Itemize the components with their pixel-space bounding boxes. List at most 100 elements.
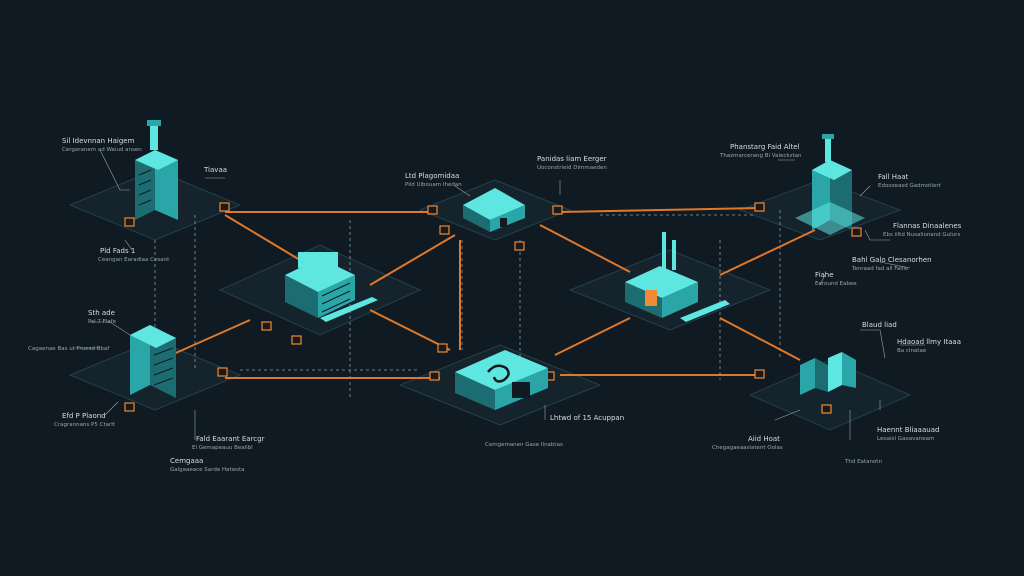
connector <box>369 309 451 351</box>
leader-line <box>819 274 826 286</box>
label-sub: Edoozeasd Gadmotlert <box>878 183 942 189</box>
label-leaders <box>75 149 925 440</box>
tower-roof <box>812 160 852 180</box>
label-sub: Pild Ulbouam Ihedan <box>405 182 462 188</box>
label-sub: Uoconstrieid Dimmaeden <box>537 165 607 171</box>
connector <box>539 224 631 273</box>
junction-nodes <box>124 202 862 414</box>
label-title: Fald Eaarant Earcgr <box>196 435 265 443</box>
label-title: Ltd Plagomidaa <box>405 172 459 180</box>
factory-ramp <box>680 300 730 322</box>
factory-orange-panel <box>645 290 657 306</box>
label-title: Efd P Plaond <box>62 412 106 420</box>
server-block-center-left <box>285 252 378 322</box>
window-line <box>138 199 152 206</box>
warehouse-face-right <box>490 205 525 232</box>
leader-line <box>859 185 871 197</box>
leader-line <box>774 409 801 421</box>
label-title: Panidas liam Eerger <box>537 155 607 163</box>
hub-face-left <box>455 372 495 410</box>
label-title: Aiid Hoat <box>748 435 780 443</box>
labels: Sil Idevnnan Haigem Cergaranem ad Waiud … <box>28 137 962 473</box>
rack-face <box>828 352 842 392</box>
label-sub: Ceangan Earadiaa Cesant <box>98 257 170 263</box>
hub-center <box>455 350 548 410</box>
junction-node <box>217 367 228 377</box>
hub-panel <box>512 382 530 398</box>
warehouse-roof <box>463 188 525 220</box>
connector <box>719 229 816 276</box>
connectors <box>159 207 816 379</box>
window-line <box>153 357 174 366</box>
tower-antenna <box>825 138 831 162</box>
label-title: Bahl Galo Clesanorhen <box>852 256 932 264</box>
label-sub: Galgaaeace Sarde Hatwsta <box>170 467 245 473</box>
tower-base-ramp <box>795 202 865 235</box>
leader-line <box>104 401 119 416</box>
junction-node <box>851 227 862 237</box>
tower-mast-top <box>822 134 834 139</box>
junction-node <box>429 371 440 381</box>
label-title: Sil Idevnnan Haigem <box>62 137 135 145</box>
connector <box>554 317 631 356</box>
label-title: Sth ade <box>88 309 115 317</box>
server-slot <box>321 290 351 305</box>
server-slots <box>321 282 351 313</box>
label-title: Cemgaaa <box>170 457 203 465</box>
label-sub: Psl 7 Flafe <box>88 319 117 325</box>
leader-line <box>99 149 130 191</box>
server-slot <box>321 298 351 313</box>
tower-face-left <box>135 150 155 220</box>
label-title: Blaud liad <box>862 321 897 329</box>
server-slot <box>321 282 351 297</box>
factory-chimney <box>662 232 666 270</box>
hub-top <box>455 350 548 390</box>
tower-top-left <box>135 120 178 220</box>
warehouse-face-left <box>463 205 490 232</box>
server-face-right <box>318 275 355 318</box>
server-racks-bottom-right <box>800 352 856 395</box>
window-line <box>153 347 174 356</box>
window-line <box>138 179 152 186</box>
label-sub: Leoaisl Gaoavaneam <box>877 436 934 442</box>
label-sub: Tenraad fad all Faliie <box>851 266 909 272</box>
server-box-top <box>298 252 338 268</box>
label-title: Flannas Dinaalenes <box>893 222 962 230</box>
label-title: Pld Fads 1 <box>100 247 135 255</box>
factory-face-left <box>625 282 662 318</box>
tower-antenna <box>150 125 158 150</box>
factory-face-right <box>662 282 698 318</box>
leader-line <box>879 261 911 269</box>
label-sub: Thd Eatanotn <box>844 459 882 465</box>
leader-line <box>864 229 890 241</box>
label-sub: Thazmarcerang Bi Valeckstan <box>719 153 802 159</box>
leader-line <box>90 321 131 336</box>
junction-node <box>439 225 450 235</box>
junction-node <box>124 402 135 412</box>
factory-roof <box>625 266 698 298</box>
window-line <box>138 189 152 196</box>
label-title: Lhtwd of 15 Acuppan <box>550 414 624 422</box>
tower-windows <box>153 347 174 386</box>
label-title: Fiahe <box>815 271 834 279</box>
leader-line <box>124 239 133 251</box>
junction-node <box>437 343 448 353</box>
label-sub: Cragrannans P5 Ctarlt <box>54 422 116 428</box>
junction-node <box>219 202 230 212</box>
connector <box>224 214 301 261</box>
warehouse-door <box>500 218 507 227</box>
factory-chimney <box>672 240 676 270</box>
label-sub: El Gemapeauu Bealibl <box>192 445 253 451</box>
label-sub: Cagaenae Bas ut Fruesd Bbaf <box>28 346 110 352</box>
rack-face <box>815 358 828 392</box>
dashed-guides <box>154 210 781 400</box>
label-sub: Cemgemanen Gase Ilnabtas <box>485 442 563 448</box>
rack-face <box>800 358 815 395</box>
junction-node <box>261 321 272 331</box>
label-sub: Ba clnatae <box>897 348 927 354</box>
label-title: Hdaoad llmy Itaaa <box>897 338 961 346</box>
warehouse-top-center <box>463 188 525 232</box>
junction-node <box>754 369 765 379</box>
label-title: Haennt Bliaaauad <box>877 426 939 434</box>
